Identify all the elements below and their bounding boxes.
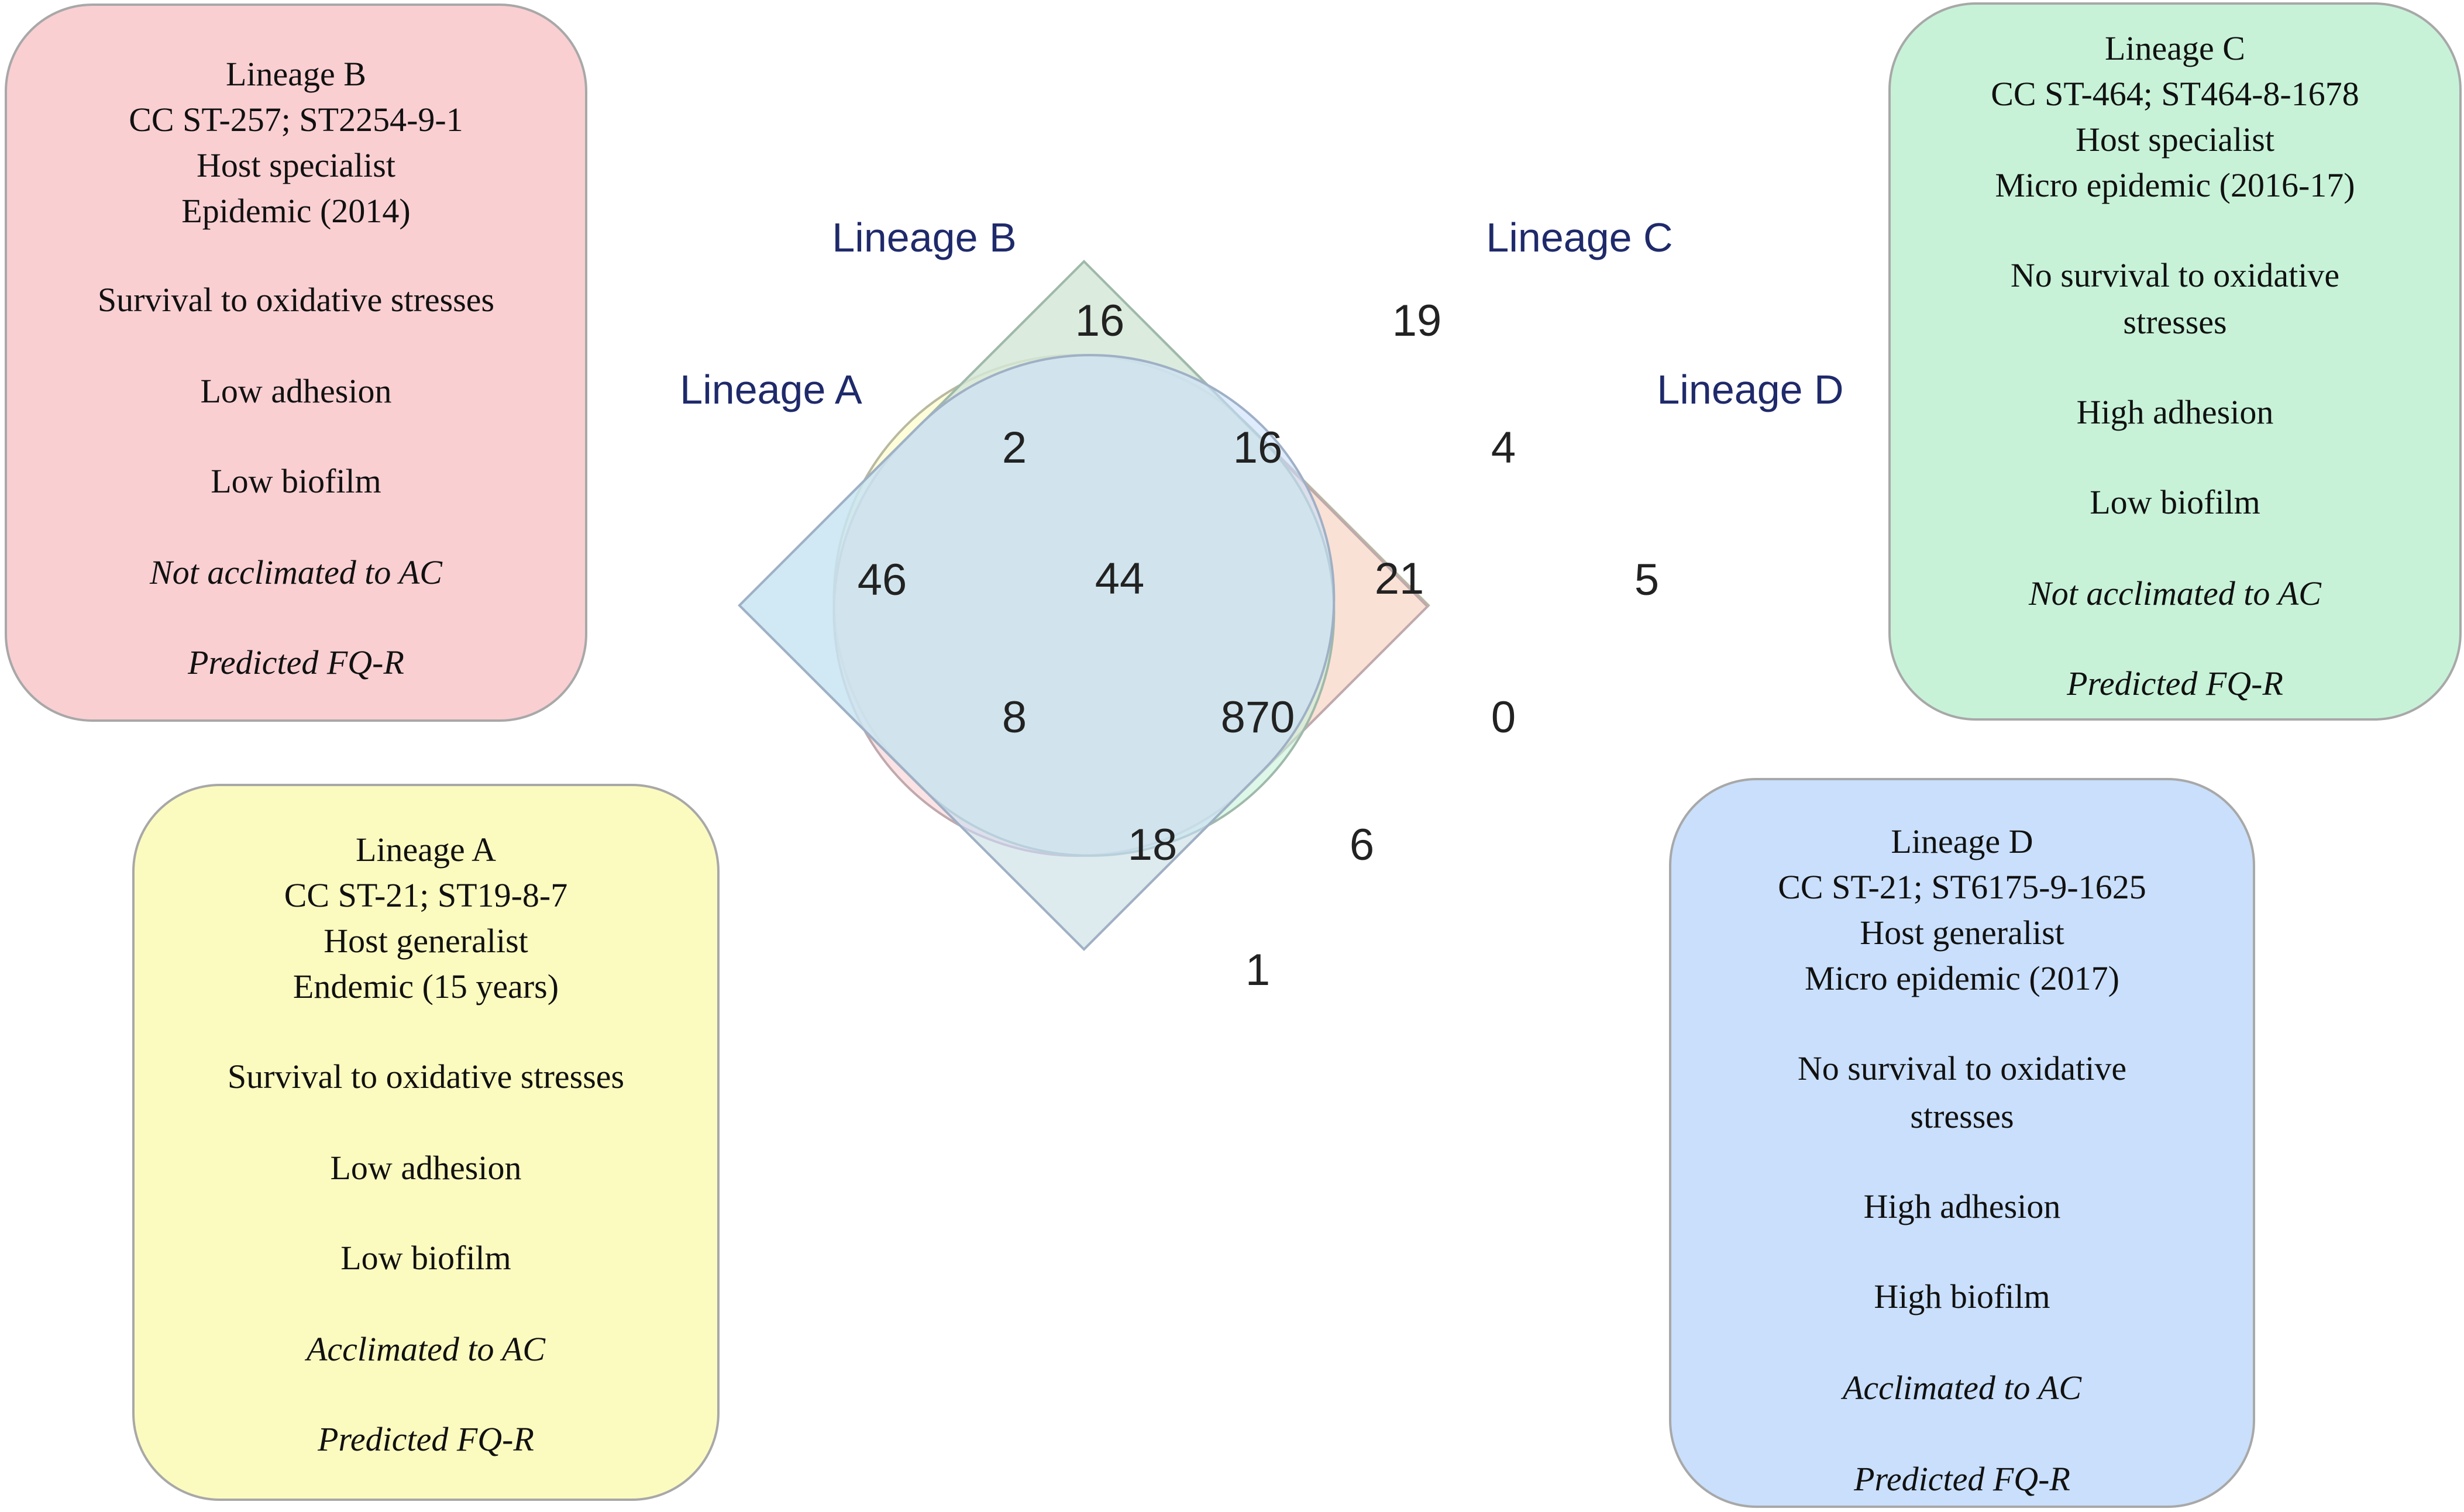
lineage-a-adhesion: Low adhesion [330,1149,522,1187]
lineage-d-acclimation: Acclimated to AC [1842,1369,2082,1407]
count-a-c: 8 [1002,693,1027,742]
lineage-d-card: Lineage D CC ST-21; ST6175-9-1625 Host g… [1669,778,2255,1508]
lineage-b-cc: CC ST-257; ST2254-9-1 [129,101,463,139]
lineage-a-card: Lineage A CC ST-21; ST19-8-7 Host genera… [132,784,720,1501]
lineage-a-biofilm: Low biofilm [340,1239,511,1277]
lineage-d-epidemic: Micro epidemic (2017) [1805,959,2119,997]
lineage-b-adhesion: Low adhesion [200,372,392,410]
count-a-b-d: 6 [1350,820,1374,870]
lineage-b-title: Lineage B [226,55,366,93]
lineage-d-biofilm: High biofilm [1874,1277,2050,1315]
lineage-d-label: Lineage D [1657,367,1843,412]
count-a-d: 1 [1245,945,1270,995]
count-b-only: 16 [1075,296,1125,346]
lineage-c-adhesion: High adhesion [2076,393,2274,431]
lineage-c-cc: CC ST-464; ST464-8-1678 [1991,75,2359,113]
lineage-a-epidemic: Endemic (15 years) [292,967,559,1005]
lineage-b-acclimation: Not acclimated to AC [150,553,442,591]
lineage-a-label: Lineage A [680,367,862,412]
count-a-b-c-d: 870 [1221,693,1295,742]
lineage-d-set [738,354,1336,951]
lineage-c-survival: No survival to oxidative [2010,256,2340,294]
lineage-a-fqr: Predicted FQ-R [318,1420,534,1458]
lineage-c-biofilm: Low biofilm [2090,483,2260,521]
lineage-c-survival-cont: stresses [2123,303,2227,341]
lineage-b-biofilm: Low biofilm [211,462,381,500]
count-d-only: 5 [1634,555,1659,605]
venn-counts: 46 16 19 5 2 16 4 44 21 8 870 0 18 6 1 [858,296,1659,995]
lineage-b-label: Lineage B [832,215,1016,260]
count-b-c-d: 21 [1375,554,1424,604]
lineage-a-title: Lineage A [356,831,496,869]
lineage-a-host: Host generalist [324,922,528,960]
count-c-d: 4 [1491,423,1516,473]
lineage-b-card: Lineage B CC ST-257; ST2254-9-1 Host spe… [5,4,587,722]
lineage-c-label: Lineage C [1486,215,1673,260]
venn-sets [738,260,1430,951]
count-b-d: 0 [1491,693,1516,742]
lineage-d-title: Lineage D [1891,822,2033,860]
lineage-d-survival: No survival to oxidative [1797,1049,2127,1087]
lineage-c-host: Host specialist [2076,120,2274,159]
lineage-d-host: Host generalist [1860,914,2064,952]
count-b-c: 16 [1233,423,1283,473]
count-a-c-d: 18 [1128,820,1178,870]
lineage-d-fqr: Predicted FQ-R [1854,1460,2070,1498]
lineage-d-survival-cont: stresses [1910,1097,2014,1135]
venn-set-labels: Lineage A Lineage B Lineage C Lineage D [680,215,1843,412]
lineage-c-card: Lineage C CC ST-464; ST464-8-1678 Host s… [1888,2,2462,721]
lineage-c-acclimation: Not acclimated to AC [2029,574,2321,612]
lineage-c-epidemic: Micro epidemic (2016-17) [1995,166,2355,204]
lineage-a-acclimation: Acclimated to AC [306,1330,546,1368]
lineage-d-adhesion: High adhesion [1863,1187,2061,1225]
lineage-d-cc: CC ST-21; ST6175-9-1625 [1778,868,2146,906]
lineage-c-fqr: Predicted FQ-R [2067,664,2283,702]
lineage-a-survival: Survival to oxidative stresses [227,1058,625,1096]
lineage-b-survival: Survival to oxidative stresses [97,281,495,319]
count-a-b-c: 44 [1095,554,1145,604]
lineage-b-fqr: Predicted FQ-R [188,643,404,681]
lineage-b-host: Host specialist [197,146,395,184]
lineage-c-title: Lineage C [2105,29,2245,67]
lineage-b-epidemic: Epidemic (2014) [181,192,411,230]
count-a-b: 2 [1002,423,1027,473]
count-c-only: 19 [1392,296,1442,346]
count-a-only: 46 [858,555,907,605]
lineage-a-cc: CC ST-21; ST19-8-7 [284,876,568,914]
